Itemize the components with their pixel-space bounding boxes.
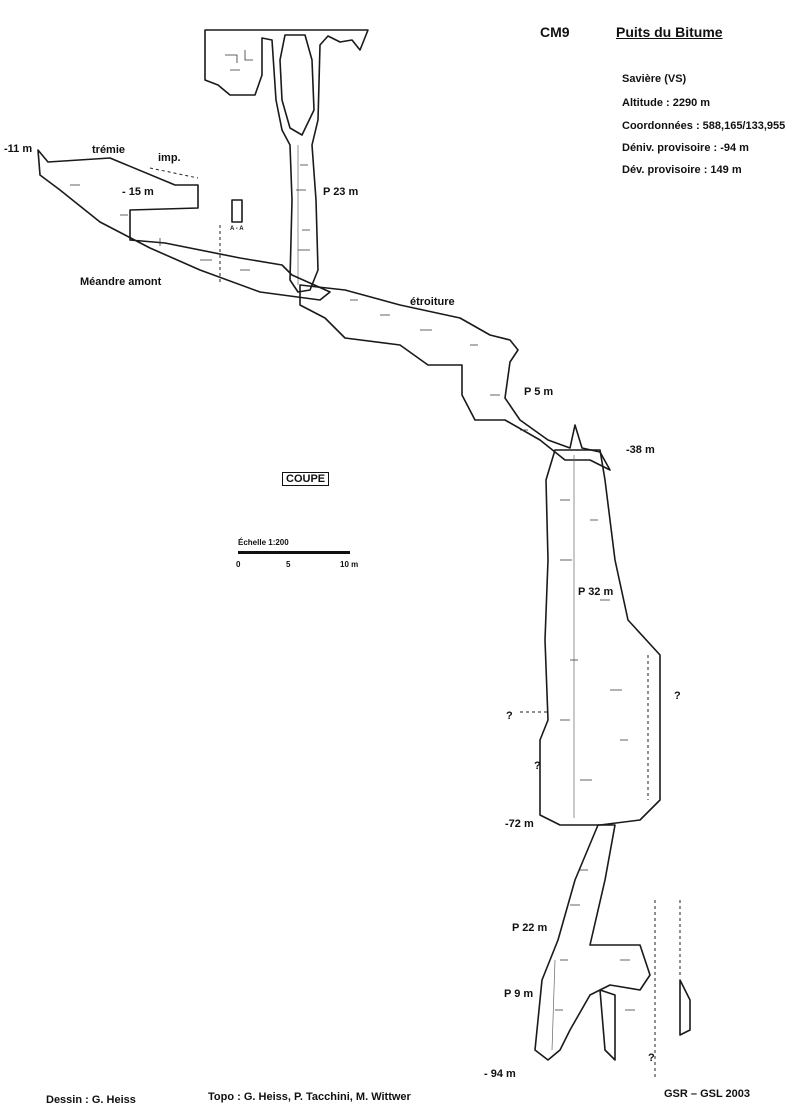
label-p22: P 22 m <box>512 922 548 934</box>
upper-shaft <box>204 29 369 293</box>
label-imp: imp. <box>158 152 181 164</box>
label-p32: P 32 m <box>578 586 614 598</box>
upper-meander <box>37 149 331 301</box>
dev: Dév. provisoire : 149 m <box>622 164 742 176</box>
scale-tick-10: 10 m <box>340 560 359 569</box>
location: Savière (VS) <box>622 73 687 85</box>
label-minus-94m: - 94 m <box>484 1068 516 1080</box>
label-tremie: trémie <box>92 144 126 156</box>
cave-code: CM9 <box>540 24 570 40</box>
label-question-4: ? <box>648 1052 655 1064</box>
label-meandre-amont: Méandre amont <box>80 276 162 288</box>
cave-name: Puits du Bitume <box>616 24 723 40</box>
scale-bar <box>238 551 350 554</box>
label-question-2: ? <box>506 710 513 722</box>
scale-title: Échelle 1:200 <box>238 538 289 547</box>
middle-gallery <box>299 284 611 471</box>
label-minus-15m: - 15 m <box>122 186 154 198</box>
label-question-1: ? <box>674 690 681 702</box>
footer-credit: GSR – GSL 2003 <box>664 1088 751 1100</box>
label-coupe: COUPE <box>282 472 330 486</box>
footer-topo: Topo : G. Heiss, P. Tacchini, M. Wittwer <box>208 1091 411 1103</box>
label-question-3: ? <box>534 760 541 772</box>
label-minus-72m: -72 m <box>505 818 534 830</box>
footer-dessin: Dessin : G. Heiss <box>46 1094 136 1106</box>
label-p5: P 5 m <box>524 386 554 398</box>
large-shaft <box>520 449 661 826</box>
label-minus-11m: -11 m <box>4 143 33 155</box>
altitude: Altitude : 2290 m <box>622 97 711 109</box>
label-p23: P 23 m <box>323 186 359 198</box>
coordinates: Coordonnées : 588,165/133,955 <box>622 120 786 132</box>
label-p9: P 9 m <box>504 988 534 1000</box>
label-minus-38m: -38 m <box>626 444 655 456</box>
scale-tick-0: 0 <box>236 560 241 569</box>
label-section-aa: A - A <box>230 226 244 232</box>
scale-tick-5: 5 <box>286 560 291 569</box>
deniv: Déniv. provisoire : -94 m <box>622 142 749 154</box>
lower-shafts <box>534 824 691 1080</box>
label-etroiture: étroiture <box>410 296 455 308</box>
